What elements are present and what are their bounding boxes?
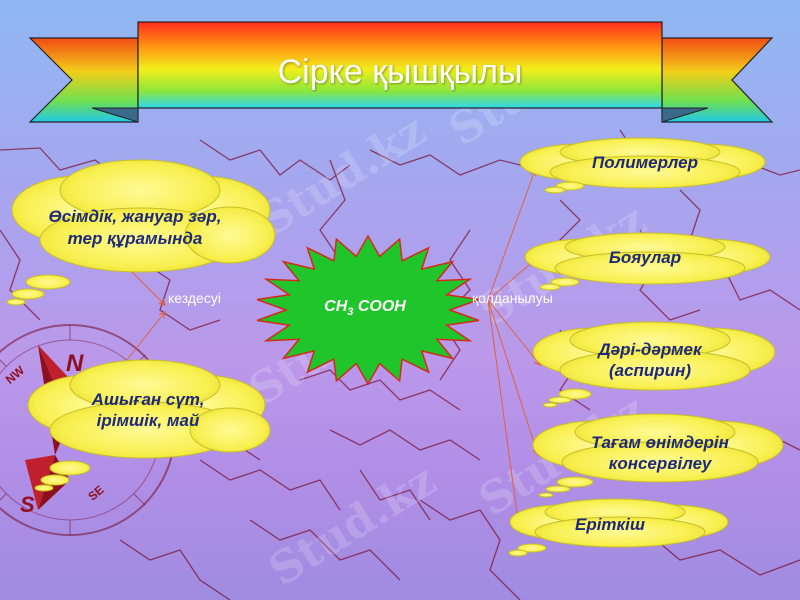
use-text-2: Бояулар	[608, 248, 682, 268]
formula-prefix: CH	[324, 298, 348, 315]
source-text-1: Өсімдік, жануар зәр, тер құрамында	[48, 207, 222, 248]
use-cloud-4	[532, 413, 784, 498]
source-cloud-1	[6, 159, 276, 306]
use-text-1: Полимерлер	[592, 153, 698, 173]
use-text-3: Дәрі-дәрмек (аспирин)	[598, 339, 702, 380]
compass-north-label: N	[66, 350, 84, 377]
use-cloud-5	[508, 498, 729, 557]
compass-south-label: S	[20, 492, 35, 517]
formula-subscript: 3	[347, 306, 354, 319]
use-text-5: Еріткіш	[574, 515, 646, 535]
use-text-4: Тағам өнімдерін консервілеу	[591, 432, 729, 473]
usage-label: қолданылуы	[472, 290, 553, 306]
source-cloud-2	[27, 359, 271, 492]
use-cloud-1	[519, 137, 766, 194]
center-formula: CH3 COOH	[300, 298, 430, 318]
formula-suffix: COOH	[353, 298, 406, 315]
page-title: Сірке қышқылы	[277, 52, 523, 91]
use-cloud-2	[524, 232, 771, 291]
source-text-2: Ашыған сүт, ірімшік, май	[91, 389, 205, 430]
use-cloud-3	[532, 321, 776, 408]
occurrence-label: кездесуі	[168, 290, 221, 306]
